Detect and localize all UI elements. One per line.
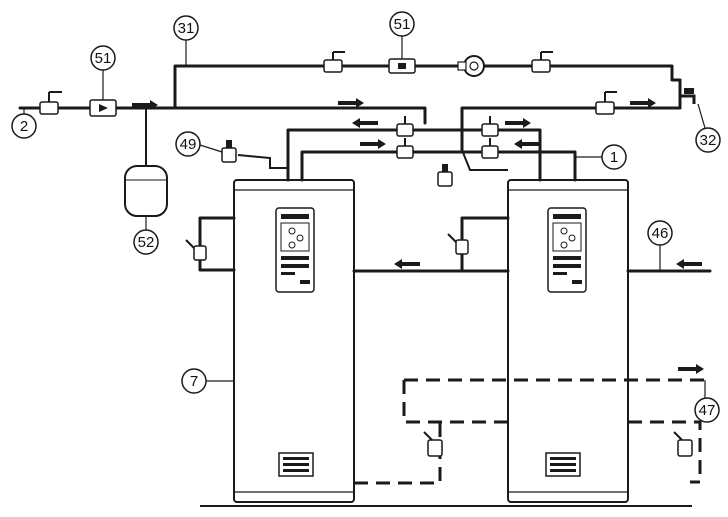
callout-connection-1: 1 xyxy=(575,144,627,170)
svg-text:2: 2 xyxy=(20,118,28,135)
callout-flow-switch-top: 51 xyxy=(389,11,415,59)
center-heater-side-loop xyxy=(460,216,510,272)
arrow-right-icon xyxy=(630,98,656,108)
control-panel-left xyxy=(275,207,315,293)
collector-valve-left-upper xyxy=(396,116,414,137)
control-panel-right xyxy=(547,207,587,293)
hot-outlet-pipe xyxy=(460,78,682,152)
arrow-left-icon xyxy=(514,139,540,149)
temperature-relief-valve xyxy=(221,140,237,163)
lower-drain-valve-left xyxy=(423,431,443,457)
center-check-valve xyxy=(437,164,453,187)
svg-text:32: 32 xyxy=(700,132,717,149)
lower-drain-valve-right xyxy=(673,431,693,457)
inlet-flow-switch xyxy=(89,99,117,117)
cold-supply-branch-pipe xyxy=(173,64,682,110)
callout-flow-switch-inlet: 51 xyxy=(90,45,116,100)
callout-water-heater: 7 xyxy=(181,368,234,394)
collector-valve-right-lower xyxy=(481,138,499,159)
callout-expansion-vessel: 52 xyxy=(133,216,159,255)
heating-flow-pipe-bottom xyxy=(354,422,442,485)
collector-valve-left-lower xyxy=(396,138,414,159)
arrow-right-icon xyxy=(678,364,704,374)
callout-cold-inlet: 2 xyxy=(11,108,37,139)
cold-inlet-main-pipe xyxy=(18,106,427,125)
heating-flow-pipe-right xyxy=(628,420,702,484)
arrow-left-icon xyxy=(676,259,702,269)
svg-text:52: 52 xyxy=(138,234,155,251)
center-valve-pipe xyxy=(461,149,508,171)
flow-arrows xyxy=(132,98,704,374)
outlet-ball-valve xyxy=(595,91,617,115)
left-side-valve xyxy=(185,239,207,261)
svg-text:7: 7 xyxy=(190,373,198,390)
access-panel-right xyxy=(545,452,581,477)
svg-text:51: 51 xyxy=(394,16,411,33)
lower-collector-pipe xyxy=(300,150,577,182)
heating-flow-pipe-lower xyxy=(402,380,508,424)
svg-text:31: 31 xyxy=(178,20,195,37)
inlet-ball-valve xyxy=(39,91,62,115)
upper-collector-pipe xyxy=(286,128,542,182)
temperature-valve-pipe xyxy=(237,154,288,169)
circulator-pump xyxy=(457,55,485,77)
callout-heating-flow: 47 xyxy=(694,380,720,423)
arrow-right-icon xyxy=(338,98,364,108)
svg-text:51: 51 xyxy=(95,50,112,67)
top-ball-valve-1 xyxy=(323,51,345,73)
callout-temperature-valve: 49 xyxy=(175,131,223,157)
top-flow-switch xyxy=(388,58,416,74)
collector-valve-right-upper xyxy=(481,116,499,137)
arrow-right-icon xyxy=(132,100,158,110)
arrow-left-icon xyxy=(394,259,420,269)
arrow-right-icon xyxy=(505,118,531,128)
callout-cold-supply-pipe: 31 xyxy=(173,15,199,66)
svg-text:47: 47 xyxy=(699,402,716,419)
svg-text:46: 46 xyxy=(652,225,669,242)
arrow-right-icon xyxy=(360,139,386,149)
arrow-left-icon xyxy=(352,118,378,128)
hot-water-tap xyxy=(678,80,696,104)
left-heater-side-loop xyxy=(198,216,236,272)
access-panel-left xyxy=(278,452,314,477)
svg-text:49: 49 xyxy=(180,136,197,153)
callout-heating-return: 46 xyxy=(647,220,673,271)
svg-text:1: 1 xyxy=(610,149,618,166)
water-heater-right xyxy=(507,179,629,503)
expansion-vessel xyxy=(124,165,168,217)
callout-hot-outlet-tap: 32 xyxy=(695,103,721,153)
water-heater-left xyxy=(233,179,355,503)
center-side-valve xyxy=(447,233,469,255)
top-ball-valve-2 xyxy=(531,51,553,73)
